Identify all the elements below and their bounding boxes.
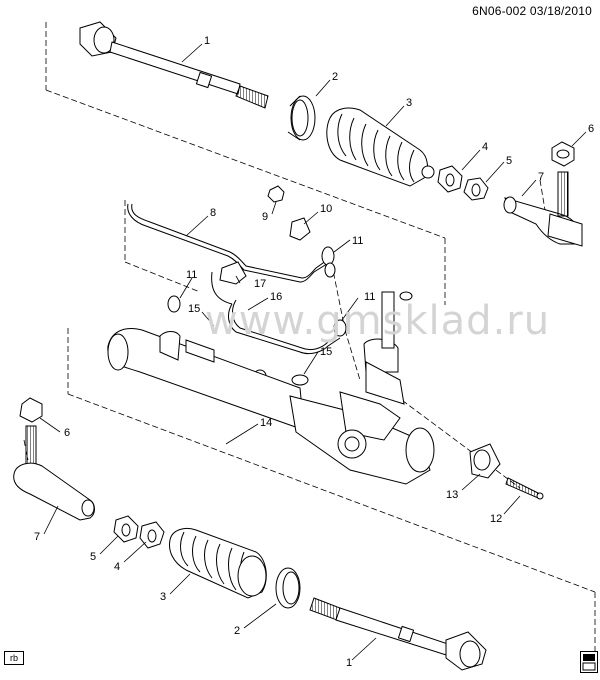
jam-nut-top [437,165,489,201]
callout-12: 12 [490,513,502,525]
callout-11-b: 11 [186,269,197,281]
boot-clamp-top [287,95,316,141]
steering-boot-bottom [169,527,267,599]
callout-15-a: 15 [188,303,200,315]
boot-clamp-bottom [275,567,301,609]
callout-4-bottom: 4 [114,561,120,573]
inner-tie-rod-top [79,21,269,109]
callout-6-bottom: 6 [64,427,70,439]
callout-1-top: 1 [204,35,210,47]
callout-8: 8 [210,207,216,219]
callout-2-bottom: 2 [234,625,240,637]
outer-tie-rod-end-bottom [13,397,95,521]
callout-10: 10 [320,203,332,215]
callout-13: 13 [446,489,458,501]
inner-tie-rod-bottom [309,597,487,671]
callout-11-a: 11 [352,235,363,247]
publisher-logo-icon [580,651,598,673]
callout-5-bottom: 5 [90,551,96,563]
callout-14: 14 [260,417,272,429]
callout-9: 9 [262,211,268,223]
callout-4-top: 4 [482,141,488,153]
callout-15-b: 15 [320,346,332,358]
steering-gear-housing [107,291,435,485]
callout-labels: 1 2 3 4 5 6 7 8 9 10 11 11 11 15 16 17 1… [34,35,594,669]
watermark: www.gmsklad.ru [205,298,551,344]
callout-3-bottom: 3 [160,591,166,603]
diagram-id-date: 6N06-002 03/18/2010 [472,4,592,18]
steering-boot-top [326,107,435,187]
corner-tag: rb [4,651,24,665]
callout-7-bottom: 7 [34,531,40,543]
callout-6-top: 6 [588,123,594,135]
callout-5-top: 5 [506,155,512,167]
callout-3-top: 3 [406,97,412,109]
leader-lines [39,43,587,661]
callout-16: 16 [270,291,282,303]
callout-11-c: 11 [364,291,375,303]
reference-lines [23,22,596,662]
callout-7-top: 7 [538,171,544,183]
callout-17: 17 [254,278,266,290]
mount-bushing [469,443,544,500]
outer-tie-rod-end-top [503,141,583,247]
callout-2-top: 2 [332,71,338,83]
jam-nut-bottom [113,515,165,549]
callout-1-bottom: 1 [346,657,352,669]
